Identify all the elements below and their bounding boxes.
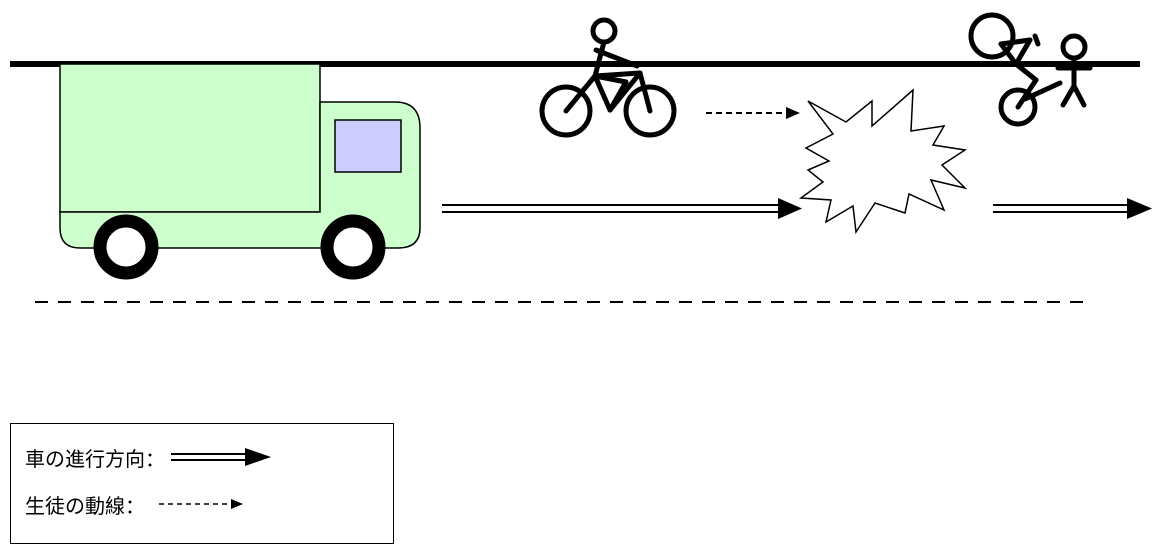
truck-window	[334, 119, 402, 173]
bicycle-rider-icon	[539, 17, 677, 138]
double-arrow-icon	[171, 448, 271, 466]
legend-box: 車の進行方向： 生徒の動線：	[10, 423, 394, 544]
fallen-bicycle-rider-icon	[968, 12, 1093, 127]
truck-icon	[59, 63, 421, 280]
collision-burst-icon	[798, 88, 968, 235]
vehicle-direction-label: 車の進行方向：	[25, 446, 165, 471]
legend-row-student-path: 生徒の動線：	[25, 486, 243, 522]
student-path-label: 生徒の動線：	[25, 493, 145, 518]
vehicle-direction-arrow-continued	[993, 198, 1152, 219]
vehicle-direction-arrow	[442, 198, 802, 219]
dashed-arrow-icon	[159, 499, 243, 509]
legend-row-vehicle-direction: 車の進行方向：	[25, 439, 271, 475]
truck-front-wheel	[320, 214, 386, 280]
student-path-arrow	[706, 107, 800, 119]
truck-rear-wheel	[93, 214, 159, 280]
